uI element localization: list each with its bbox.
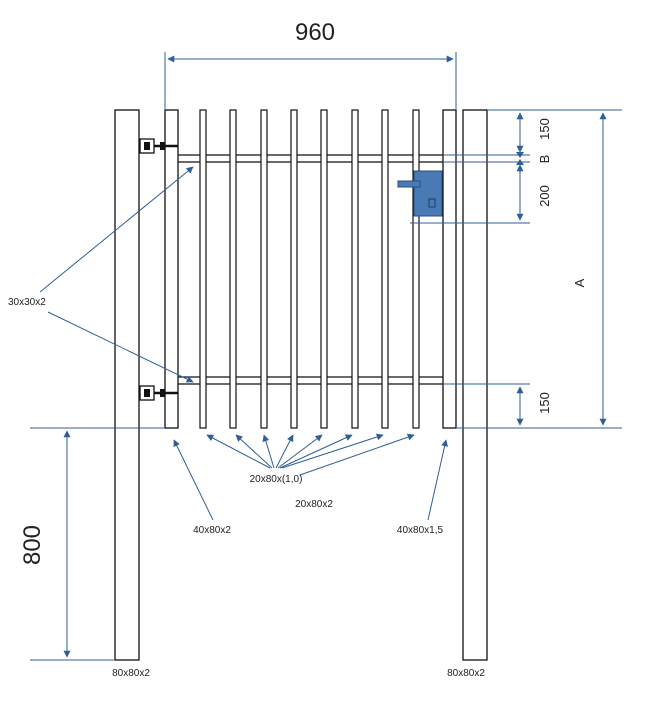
right-post-profile-label: 80x80x2 bbox=[447, 668, 485, 679]
left-post-profile-label: 80x80x2 bbox=[112, 668, 150, 679]
top-offset-label: 150 bbox=[537, 118, 552, 140]
infill-bars bbox=[199, 109, 420, 429]
bottom-crossbar bbox=[178, 376, 443, 385]
crossbar-profile-label: 30x30x2 bbox=[8, 297, 46, 308]
infill-bar bbox=[320, 109, 328, 429]
infill-bar bbox=[381, 109, 389, 429]
hinge-icon bbox=[139, 138, 178, 154]
hinge-stile-profile-label: 40x80x2 bbox=[193, 525, 231, 536]
crossbar-leaders bbox=[39, 166, 194, 383]
infill-leaders bbox=[206, 433, 415, 476]
width-dimension bbox=[164, 52, 457, 110]
b-label: B bbox=[537, 155, 552, 164]
right-post bbox=[462, 109, 488, 661]
hinge-icon bbox=[139, 385, 178, 401]
lock-stile bbox=[442, 109, 457, 429]
infill-bar bbox=[412, 109, 420, 429]
post-height-label: 800 bbox=[19, 525, 46, 565]
infill-profile-label: 20x80x(1,0) bbox=[250, 474, 303, 485]
left-post bbox=[114, 109, 140, 661]
infill-last-profile-label: 20x80x2 bbox=[295, 499, 333, 510]
infill-bar bbox=[290, 109, 298, 429]
infill-bar bbox=[229, 109, 237, 429]
post-height-dimension bbox=[30, 427, 165, 661]
infill-bar bbox=[199, 109, 207, 429]
stile-leaders bbox=[173, 439, 449, 521]
door-handle-icon bbox=[397, 170, 443, 217]
infill-bar bbox=[260, 109, 268, 429]
a-label: A bbox=[572, 278, 587, 287]
width-label: 960 bbox=[295, 19, 335, 46]
bottom-offset-label: 150 bbox=[537, 392, 552, 414]
hinge-stile bbox=[164, 109, 179, 429]
lock-stile-profile-label: 40x80x1,5 bbox=[397, 525, 444, 536]
infill-bar bbox=[351, 109, 359, 429]
top-crossbar bbox=[178, 154, 443, 163]
right-dimension-lines bbox=[410, 109, 622, 429]
lock-gap-label: 200 bbox=[537, 185, 552, 207]
